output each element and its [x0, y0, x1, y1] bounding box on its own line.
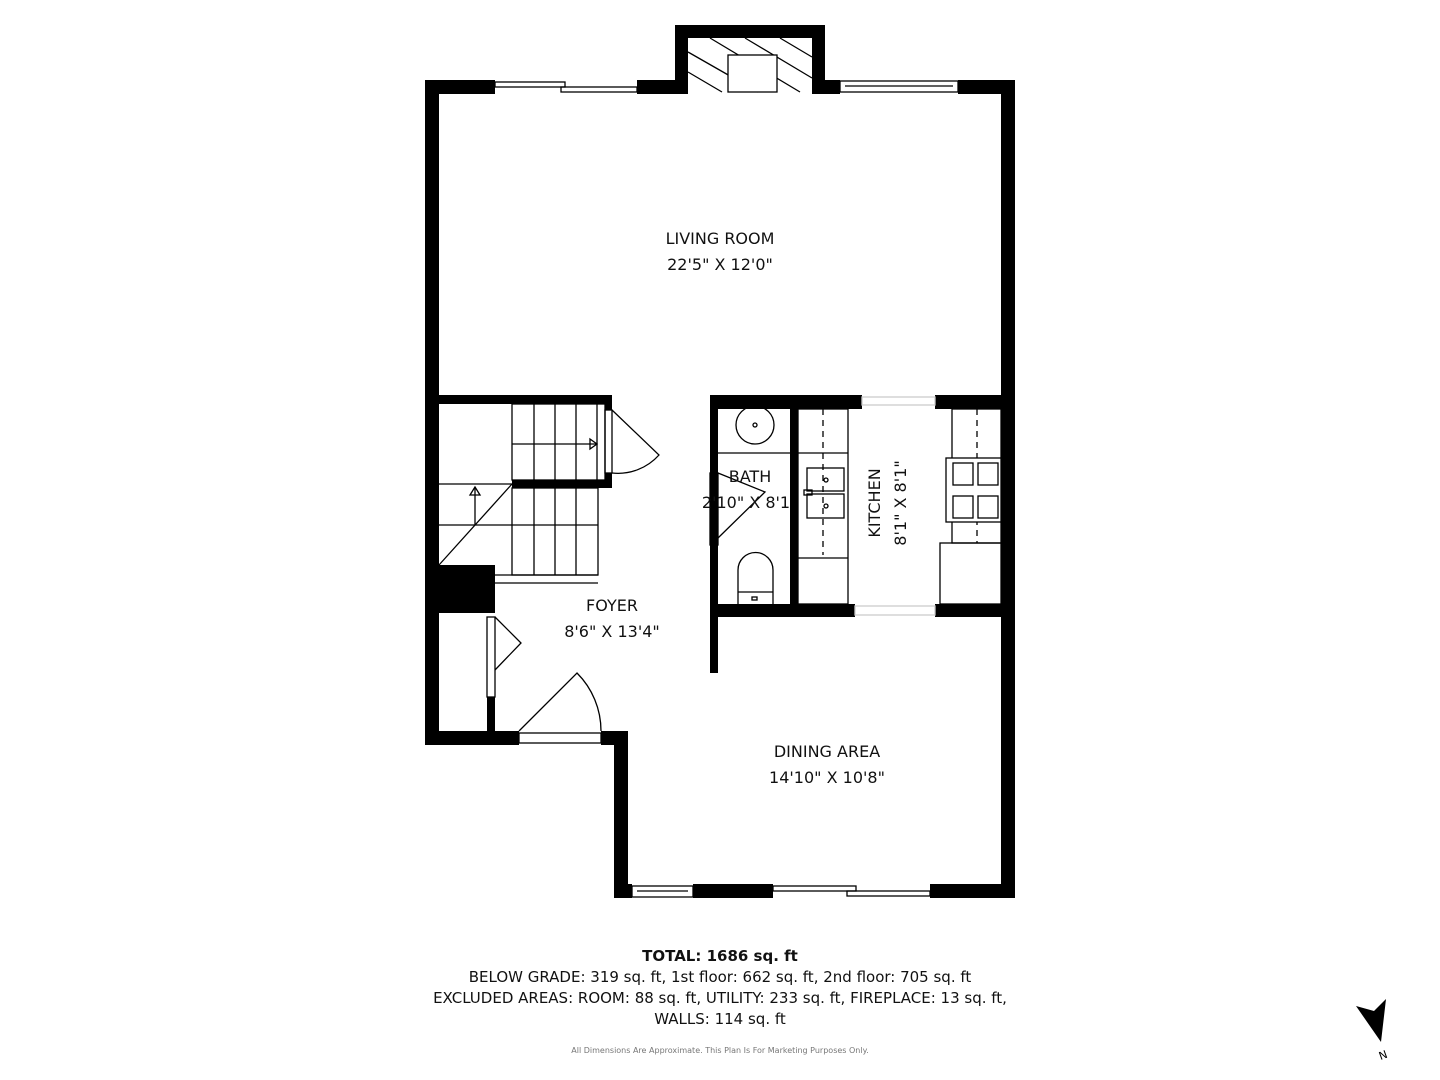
kitchen-name: KITCHEN	[865, 468, 884, 537]
walls	[425, 25, 1015, 898]
area-summary: TOTAL: 1686 sq. ft BELOW GRADE: 319 sq. …	[0, 946, 1440, 1030]
bath-size: 2'10" X 8'1	[702, 493, 790, 512]
fixtures	[438, 37, 1002, 898]
bath-name: BATH	[729, 467, 771, 486]
foyer-name: FOYER	[586, 596, 638, 615]
foyer-size: 8'6" X 13'4"	[564, 622, 660, 641]
room-labels: LIVING ROOM 22'5" X 12'0" BATH 2'10" X 8…	[564, 229, 910, 787]
walls-area: WALLS: 114 sq. ft	[654, 1010, 786, 1028]
floor-areas: BELOW GRADE: 319 sq. ft, 1st floor: 662 …	[468, 968, 972, 986]
living-room-name: LIVING ROOM	[666, 229, 775, 248]
fireplace-hatch	[687, 37, 813, 93]
total-area: TOTAL: 1686 sq. ft	[642, 947, 798, 965]
disclaimer: All Dimensions Are Approximate. This Pla…	[571, 1046, 869, 1055]
dining-area-size: 14'10" X 10'8"	[769, 768, 885, 787]
dining-area-name: DINING AREA	[774, 742, 880, 761]
kitchen-size: 8'1" X 8'1"	[891, 460, 910, 545]
living-room-size: 22'5" X 12'0"	[667, 255, 773, 274]
excluded-areas: EXCLUDED AREAS: ROOM: 88 sq. ft, UTILITY…	[433, 989, 1007, 1007]
